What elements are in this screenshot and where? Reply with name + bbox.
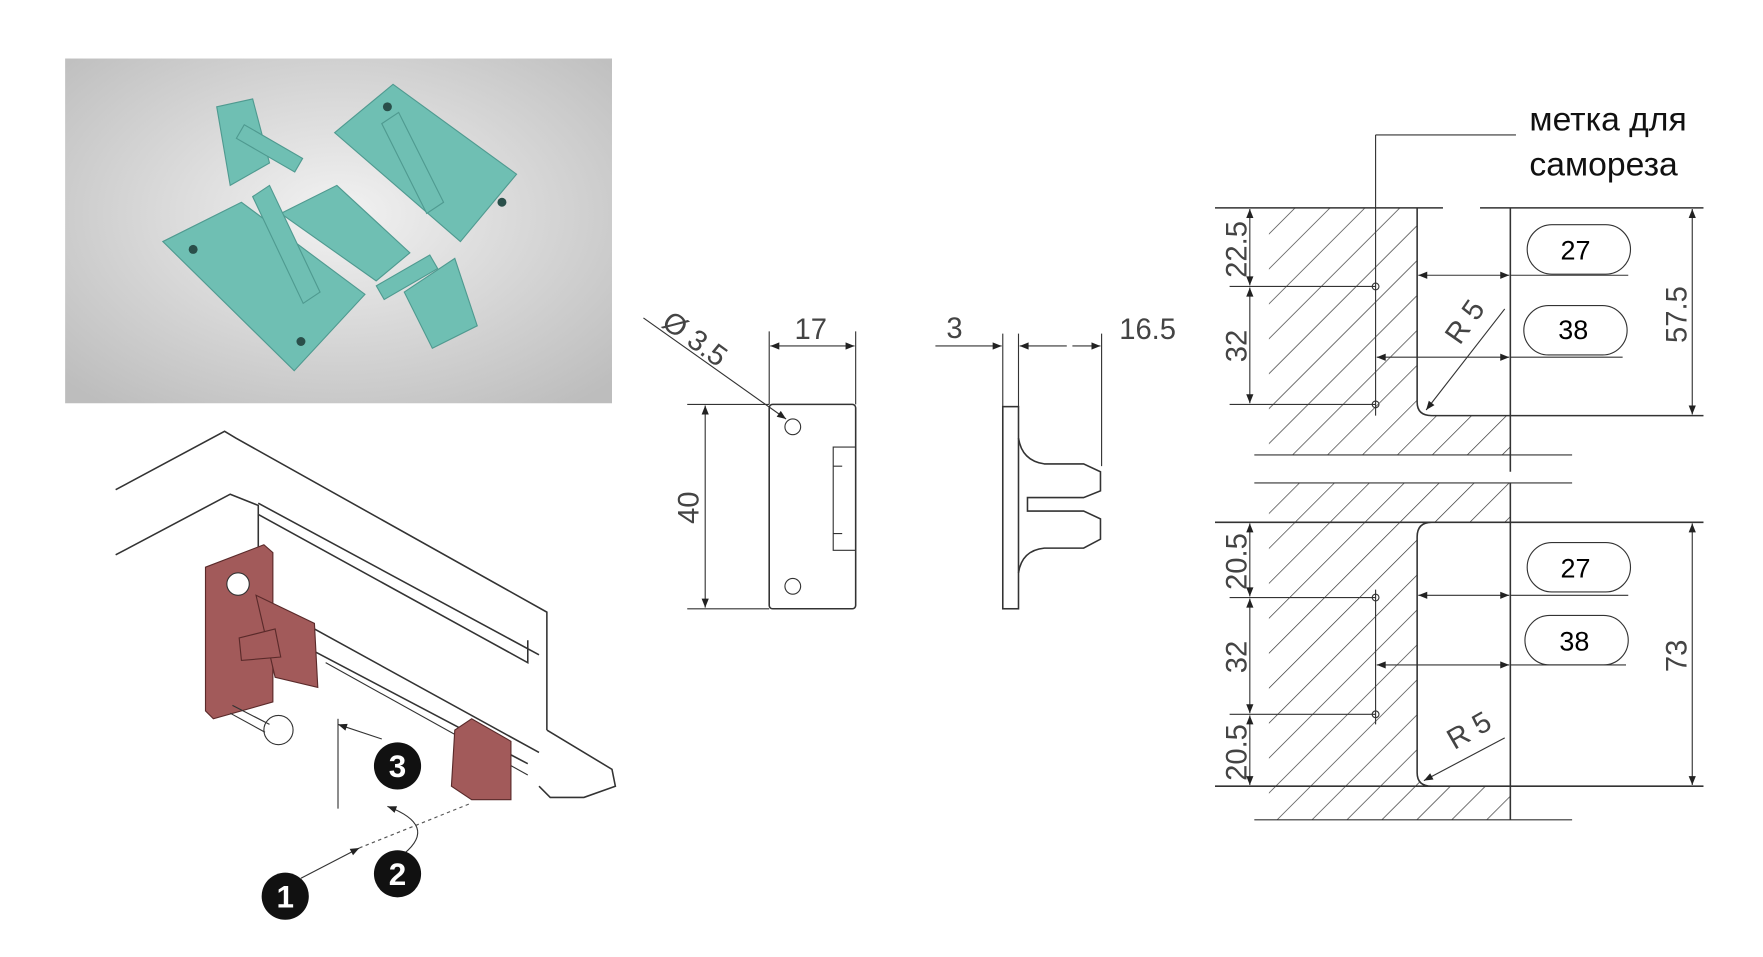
step-badge-3: 3 (373, 742, 422, 790)
dimension-73: 73 (1662, 640, 1694, 672)
diameter-dimension: Ø 3.5 (656, 306, 733, 374)
dimension-20-5-top: 20.5 (1221, 533, 1253, 590)
step-label: 2 (389, 857, 406, 892)
screw-mark-label-line1: метка для (1529, 101, 1686, 138)
radius-dimension: R 5 (1442, 706, 1497, 756)
dimension-32: 32 (1221, 641, 1253, 673)
radius-dimension: R 5 (1439, 294, 1491, 350)
pill-label-38: 38 (1559, 626, 1589, 656)
section-bottom-drawing: 20.5 32 20.5 27 38 R 5 73 (1215, 482, 1704, 821)
dimension-22-5: 22.5 (1221, 221, 1253, 278)
pill-label-38: 38 (1558, 315, 1588, 345)
width-dimension: 17 (795, 314, 827, 346)
screw-icon (226, 572, 294, 746)
depth-dimension: 16.5 (1119, 314, 1176, 346)
step-badge-1: 1 (261, 872, 309, 920)
front-view-drawing: Ø 3.5 17 40 (643, 306, 857, 610)
dimension-20-5-bottom: 20.5 (1221, 724, 1253, 781)
connector-left-part (204, 544, 319, 720)
step-label: 3 (389, 749, 406, 784)
assembly-illustration: 3 2 1 (115, 430, 617, 920)
product-render (65, 58, 612, 404)
side-view-drawing: 3 16.5 (935, 313, 1176, 610)
step-badge-2: 2 (373, 850, 422, 898)
step-label: 1 (276, 879, 293, 914)
dimension-57-5: 57.5 (1662, 286, 1694, 343)
pill-label-27: 27 (1560, 553, 1590, 583)
dimension-32: 32 (1221, 330, 1253, 362)
screw-mark-label-line2: самореза (1529, 146, 1678, 183)
section-top-drawing: метка для самореза 22.5 32 27 38 R 5 57.… (1215, 101, 1704, 472)
height-dimension: 40 (673, 491, 705, 523)
pill-label-27: 27 (1560, 236, 1590, 266)
teal-connector-render (161, 83, 518, 372)
connector-right-part (450, 718, 512, 801)
thickness-dimension: 3 (946, 313, 962, 345)
